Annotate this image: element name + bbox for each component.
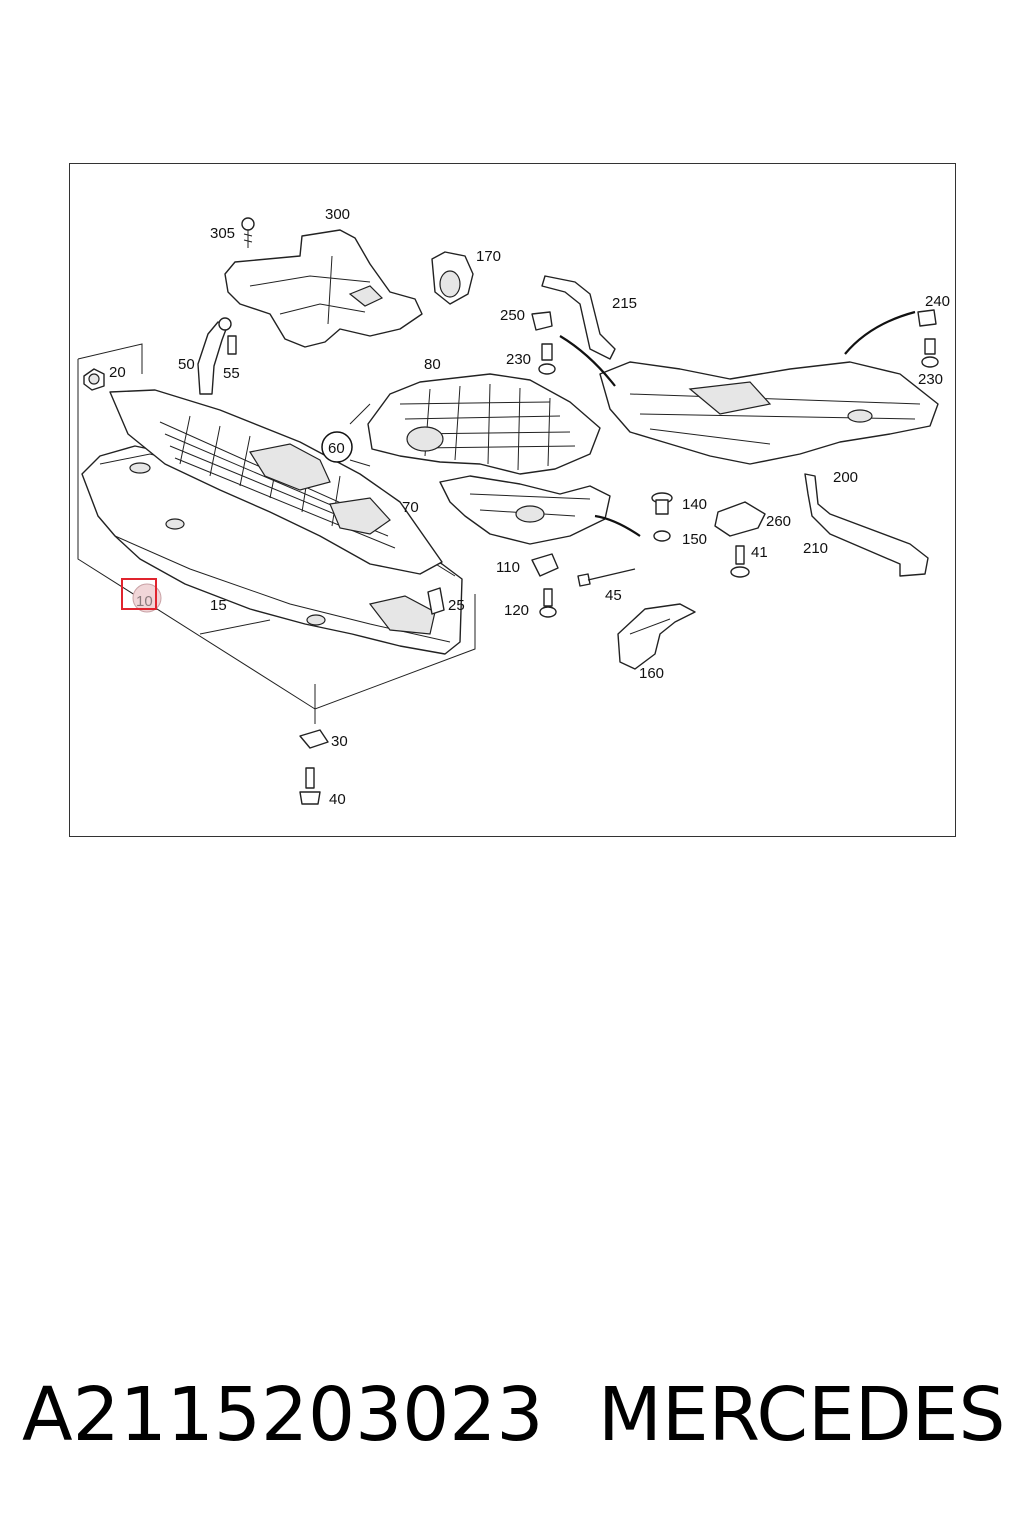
nut-part-110[interactable] bbox=[531, 553, 559, 577]
label-45[interactable]: 45 bbox=[605, 587, 622, 604]
label-230-left[interactable]: 230 bbox=[506, 351, 531, 368]
bolt-305[interactable] bbox=[241, 217, 255, 248]
label-230-right[interactable]: 230 bbox=[918, 371, 943, 388]
leader-60 bbox=[349, 403, 371, 467]
label-200[interactable]: 200 bbox=[833, 469, 858, 486]
label-305[interactable]: 305 bbox=[210, 225, 235, 242]
front-underride-guard-part-10[interactable] bbox=[81, 445, 463, 655]
label-240[interactable]: 240 bbox=[925, 293, 950, 310]
label-55[interactable]: 55 bbox=[223, 365, 240, 382]
label-150[interactable]: 150 bbox=[682, 531, 707, 548]
label-41[interactable]: 41 bbox=[751, 544, 768, 561]
strap-part-210[interactable] bbox=[804, 473, 929, 577]
nut-part-150[interactable] bbox=[653, 530, 671, 542]
label-25[interactable]: 25 bbox=[448, 597, 465, 614]
bolt-part-120[interactable] bbox=[539, 588, 557, 618]
part-labels: 305 300 170 50 55 20 80 250 215 230 240 … bbox=[109, 206, 950, 808]
label-60[interactable]: 60 bbox=[328, 440, 345, 457]
grommet-part-140[interactable] bbox=[651, 492, 673, 515]
label-15[interactable]: 15 bbox=[210, 597, 227, 614]
label-170[interactable]: 170 bbox=[476, 248, 501, 265]
label-110[interactable]: 110 bbox=[496, 559, 520, 576]
engine-shield-part-300[interactable] bbox=[224, 229, 423, 348]
highlight-dot-10 bbox=[132, 583, 162, 613]
clip-part-250[interactable] bbox=[531, 311, 553, 331]
label-160[interactable]: 160 bbox=[639, 665, 664, 682]
rear-underbody-panel-part-200[interactable] bbox=[599, 361, 939, 465]
label-50[interactable]: 50 bbox=[178, 356, 195, 373]
strap-part-215[interactable] bbox=[541, 275, 616, 360]
cover-part-70[interactable] bbox=[439, 475, 611, 545]
label-120[interactable]: 120 bbox=[504, 602, 529, 619]
label-30[interactable]: 30 bbox=[331, 733, 348, 750]
pad-part-260[interactable] bbox=[714, 501, 766, 537]
screw-part-40[interactable] bbox=[299, 767, 321, 805]
highlight-box-10 bbox=[121, 578, 157, 610]
clip-part-240[interactable] bbox=[917, 309, 937, 327]
bracket-part-170[interactable] bbox=[431, 251, 474, 305]
label-70[interactable]: 70 bbox=[402, 499, 419, 516]
bolt-55[interactable] bbox=[227, 335, 237, 355]
bolt-part-41[interactable] bbox=[730, 545, 750, 578]
arrow-250 bbox=[559, 335, 616, 387]
arrow-240 bbox=[844, 310, 916, 355]
bracket-part-160[interactable] bbox=[617, 603, 696, 670]
label-215[interactable]: 215 bbox=[612, 295, 637, 312]
strap-part-50[interactable] bbox=[197, 317, 232, 395]
bolt-part-230-right[interactable] bbox=[921, 338, 939, 368]
label-210[interactable]: 210 bbox=[803, 540, 828, 557]
part-number: A2115203023 bbox=[22, 1372, 544, 1458]
callout-ring-60 bbox=[321, 431, 353, 463]
label-10[interactable]: 10 bbox=[136, 593, 153, 610]
diagram-frame: 305 300 170 50 55 20 80 250 215 230 240 … bbox=[69, 163, 956, 837]
underbody-panel-part-80[interactable] bbox=[367, 373, 601, 475]
label-300[interactable]: 300 bbox=[325, 206, 350, 223]
bolt-part-230[interactable] bbox=[538, 343, 556, 375]
cable-tie-part-45[interactable] bbox=[577, 568, 636, 587]
clip-part-20[interactable] bbox=[83, 368, 105, 391]
arrow-70 bbox=[594, 514, 641, 537]
parts-exploded-diagram: 305 300 170 50 55 20 80 250 215 230 240 … bbox=[77, 206, 950, 808]
clip-part-25[interactable] bbox=[427, 587, 445, 615]
label-140[interactable]: 140 bbox=[682, 496, 707, 513]
label-40[interactable]: 40 bbox=[329, 791, 346, 808]
footer-caption: A2115203023 MERCEDES bbox=[22, 1370, 1012, 1460]
radiator-grille-part-15[interactable] bbox=[109, 389, 443, 575]
brand-name: MERCEDES bbox=[598, 1372, 1006, 1458]
label-20[interactable]: 20 bbox=[109, 364, 126, 381]
leader-10-15 bbox=[199, 619, 271, 635]
label-250[interactable]: 250 bbox=[500, 307, 525, 324]
label-260[interactable]: 260 bbox=[766, 513, 791, 530]
clip-part-30[interactable] bbox=[299, 729, 329, 749]
label-80[interactable]: 80 bbox=[424, 356, 441, 373]
